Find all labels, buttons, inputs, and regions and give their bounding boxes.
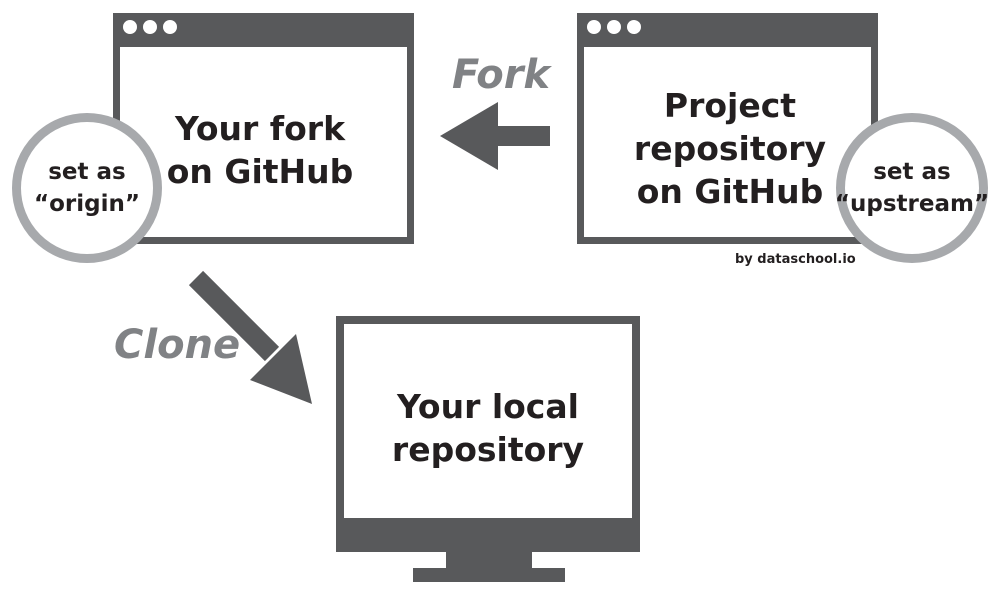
project-box-label: Project repository on GitHub: [620, 78, 840, 218]
window-controls: [587, 20, 641, 34]
fork-action-label: Fork: [452, 52, 551, 98]
credit-text: by dataschool.io: [735, 252, 856, 267]
monitor-stand: [446, 552, 532, 568]
upstream-circle-line: “upstream”: [834, 191, 990, 217]
window-dot-icon: [143, 20, 157, 34]
window-dot-icon: [163, 20, 177, 34]
window-dot-icon: [607, 20, 621, 34]
local-box-line: repository: [391, 430, 585, 469]
clone-arrow-icon: [188, 270, 312, 404]
origin-circle: set as “origin”: [12, 113, 162, 263]
project-box-line: on GitHub: [636, 171, 824, 211]
window-dot-icon: [587, 20, 601, 34]
origin-circle-line: set as: [48, 159, 126, 185]
fork-box-line: on GitHub: [166, 152, 354, 191]
window-dot-icon: [627, 20, 641, 34]
upstream-circle-line: set as: [873, 159, 951, 185]
clone-action-label: Clone: [114, 322, 241, 368]
origin-circle-line: “origin”: [34, 191, 140, 217]
fork-box-line: Your fork: [174, 109, 346, 148]
fork-box-label: Your fork on GitHub: [150, 100, 370, 200]
window-dot-icon: [123, 20, 137, 34]
local-box-label: Your local repository: [360, 378, 616, 478]
fork-window: [113, 13, 414, 244]
project-box-line: repository: [633, 128, 827, 168]
upstream-circle: set as “upstream”: [834, 113, 990, 263]
local-monitor-screen: [336, 316, 640, 552]
project-box-line: Project: [663, 85, 797, 125]
fork-arrow-icon: [440, 102, 550, 170]
local-box-line: Your local: [397, 387, 579, 426]
monitor-base: [413, 568, 565, 582]
window-controls: [123, 20, 177, 34]
